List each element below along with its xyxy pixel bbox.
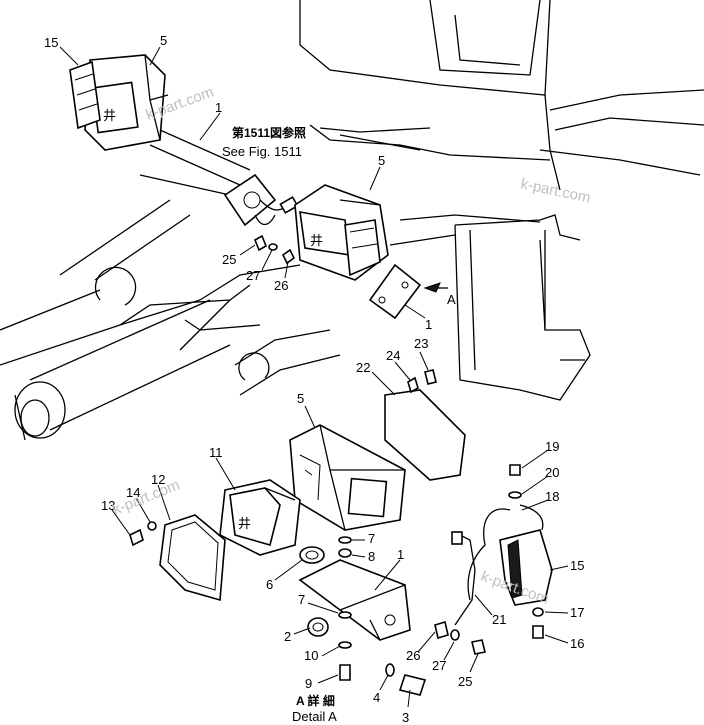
callout-10: 10 (304, 648, 318, 663)
work-lamp-center: 井 (294, 184, 448, 320)
callout-8: 8 (368, 549, 375, 564)
detail-a-title-en: Detail A (292, 709, 337, 724)
washer-7a (338, 536, 352, 544)
callout-labels: 15 5 1 5 25 27 26 1 A 24 23 22 5 11 12 1… (44, 33, 584, 725)
callout-1a: 1 (215, 100, 222, 115)
gasket (159, 514, 226, 602)
callout-15b: 15 (570, 558, 584, 573)
see-fig-note-jp: 第1511図参照 (232, 125, 306, 140)
callout-11: 11 (209, 445, 223, 460)
callout-5c: 5 (297, 391, 304, 406)
bracket-detail (298, 559, 411, 641)
callout-5b: 5 (378, 153, 385, 168)
callout-9: 9 (305, 676, 312, 691)
cover-plate (384, 369, 466, 481)
callout-14: 14 (126, 485, 140, 500)
callout-5a: 5 (160, 33, 167, 48)
callout-4: 4 (373, 690, 380, 705)
callout-17: 17 (570, 605, 584, 620)
mount-bracket-upper (223, 173, 299, 265)
screw-13 (129, 528, 144, 547)
callout-13: 13 (101, 498, 115, 513)
callout-18: 18 (545, 489, 559, 504)
washer-7b (338, 611, 352, 619)
lamp-unit-detail: 井 (219, 479, 301, 556)
callout-20: 20 (545, 465, 559, 480)
leader-lines (59, 46, 569, 708)
watermark-2: k-part.com (519, 175, 592, 206)
callout-19: 19 (545, 439, 559, 454)
callout-2: 2 (284, 629, 291, 644)
callout-1b: 1 (425, 317, 432, 332)
seal-6 (299, 546, 325, 564)
callout-12: 12 (151, 472, 165, 487)
callout-7a: 7 (368, 531, 375, 546)
callout-26a: 26 (274, 278, 288, 293)
callout-26b: 26 (406, 648, 420, 663)
callout-22: 22 (356, 360, 370, 375)
washer-4 (385, 663, 395, 677)
washer-10 (338, 641, 352, 649)
bolt-9 (339, 664, 351, 681)
seal-2 (307, 617, 329, 637)
callout-27b: 27 (432, 658, 446, 673)
work-lamp-left: 井 (69, 54, 251, 186)
callout-A: A (447, 292, 456, 307)
callout-21: 21 (492, 612, 506, 627)
callout-15a: 15 (44, 35, 58, 50)
callout-23: 23 (414, 336, 428, 351)
lamp-face-glyph-detail: 井 (238, 516, 251, 531)
callout-25a: 25 (222, 252, 236, 267)
callout-7b: 7 (298, 592, 305, 607)
callout-24: 24 (386, 348, 400, 363)
callout-6: 6 (266, 577, 273, 592)
lamp-housing-detail (289, 424, 406, 531)
washer-14 (147, 521, 157, 531)
watermark-3: k-part.com (110, 476, 182, 518)
callout-27a: 27 (246, 268, 260, 283)
callout-3: 3 (402, 710, 409, 725)
callout-16: 16 (570, 636, 584, 651)
side-lamp-right (434, 464, 553, 655)
detail-a-title-jp: A 詳 細 (296, 693, 335, 708)
callout-25b: 25 (458, 674, 472, 689)
nut-8 (338, 548, 352, 558)
bolt-3 (398, 674, 427, 696)
callout-1c: 1 (397, 547, 404, 562)
machine-frame (0, 0, 704, 441)
lamp-face-glyph-center: 井 (310, 233, 323, 248)
see-fig-note-en: See Fig. 1511 (222, 144, 302, 159)
lamp-face-glyph: 井 (103, 108, 116, 123)
